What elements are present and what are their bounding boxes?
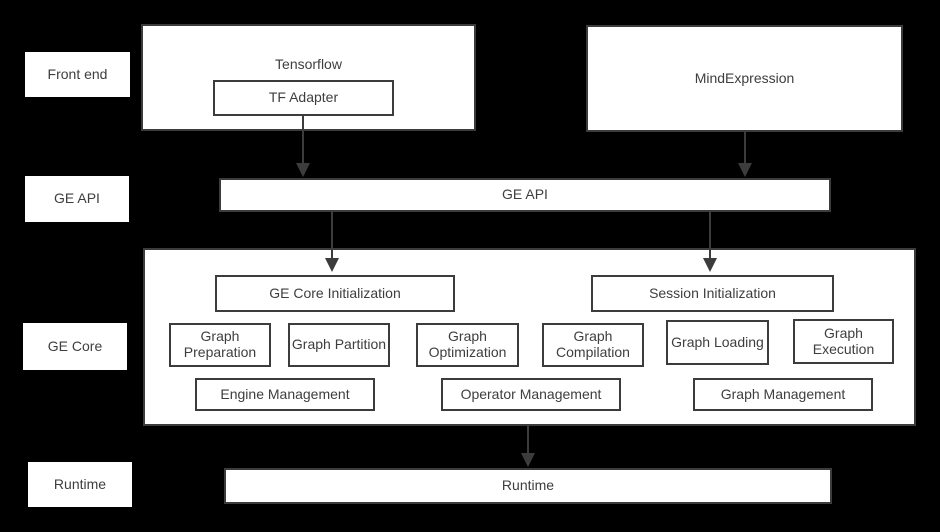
graph-compilation-box: Graph Compilation	[542, 323, 644, 367]
runtime-bar: Runtime	[224, 468, 832, 504]
row-label-front-end: Front end	[25, 52, 130, 97]
ge-core-initialization-box: GE Core Initialization	[215, 275, 455, 312]
arrow-head-icon	[521, 453, 535, 467]
arrow-head-icon	[325, 258, 339, 272]
arrow-head-icon	[296, 163, 310, 177]
operator-management-box: Operator Management	[441, 378, 621, 411]
graph-partition-box: Graph Partition	[288, 323, 390, 367]
graph-management-box: Graph Management	[693, 378, 873, 411]
mindexpression-box: MindExpression	[586, 25, 903, 132]
session-initialization-box: Session Initialization	[591, 275, 834, 312]
arrow-line	[744, 132, 746, 164]
tf-adapter-box: TF Adapter	[213, 80, 394, 116]
tensorflow-box: Tensorflow TF Adapter	[141, 24, 476, 131]
ge-core-container: GE Core Initialization Session Initializ…	[143, 248, 916, 426]
row-label-ge-api: GE API	[25, 176, 129, 222]
arrow-head-icon	[703, 258, 717, 272]
arrow-head-icon	[738, 163, 752, 177]
row-label-runtime: Runtime	[28, 462, 132, 507]
arrow-line	[331, 212, 333, 259]
graph-execution-box: Graph Execution	[793, 319, 894, 364]
graph-preparation-box: Graph Preparation	[169, 323, 271, 367]
row-label-ge-core: GE Core	[23, 323, 127, 370]
arrow-line	[302, 114, 304, 164]
arrow-line	[709, 212, 711, 259]
ge-api-bar: GE API	[219, 178, 831, 212]
engine-management-box: Engine Management	[195, 378, 375, 411]
graph-loading-box: Graph Loading	[666, 320, 769, 365]
graph-optimization-box: Graph Optimization	[416, 323, 519, 367]
arrow-line	[527, 426, 529, 454]
tensorflow-title: Tensorflow	[275, 56, 342, 72]
